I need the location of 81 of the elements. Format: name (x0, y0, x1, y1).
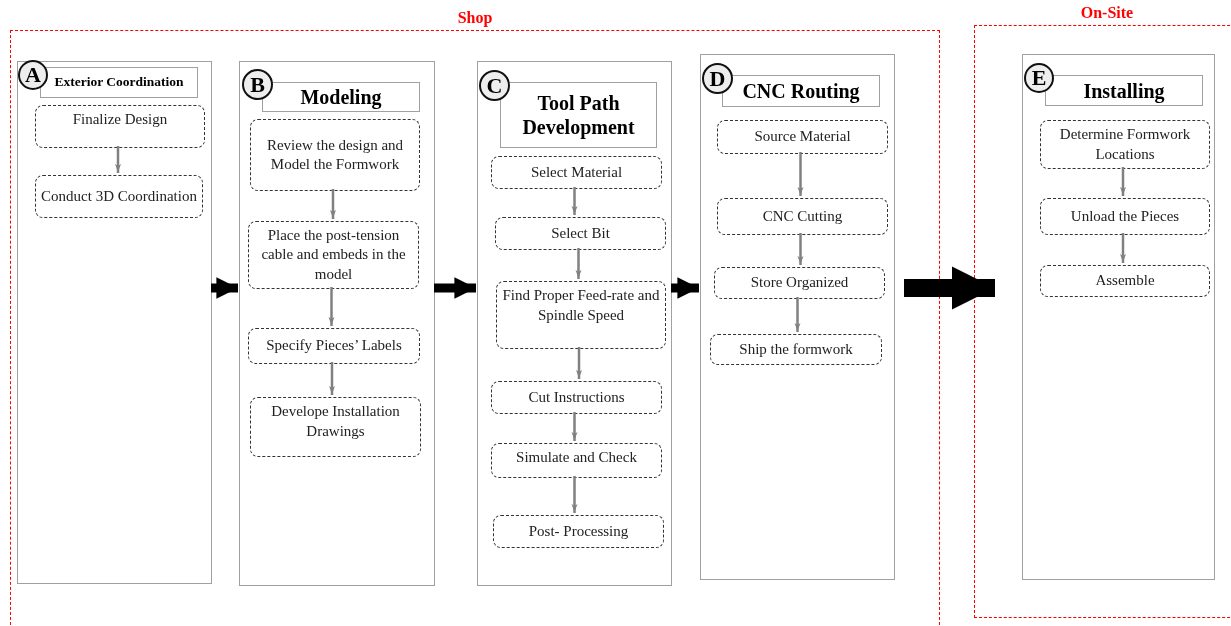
arrow (434, 277, 476, 299)
stage-title: Exterior Coordination (54, 74, 184, 91)
stage-panel (17, 61, 212, 584)
stage-title: Modeling (300, 85, 382, 109)
arrow (328, 287, 335, 326)
process-step-box (717, 198, 888, 235)
stage-panel (477, 61, 672, 586)
arrow (571, 187, 578, 215)
process-step-box (495, 217, 666, 250)
arrow (211, 277, 238, 299)
stage-title: CNC Routing (742, 79, 860, 103)
stage-title-box (40, 67, 198, 98)
stage-panel (700, 54, 895, 580)
arrow (115, 146, 121, 173)
process-step-box (1040, 198, 1210, 235)
step-text: Source Material (754, 127, 851, 147)
step-text: Post- Processing (528, 521, 629, 541)
step-text: Determine Formwork Locations (1058, 125, 1192, 164)
stage-letter: E (1031, 65, 1047, 91)
process-step-box (717, 120, 888, 154)
step-text: Cut Instructions (528, 387, 625, 407)
process-step-box (248, 221, 419, 289)
arrow (1120, 167, 1126, 196)
process-step-box (248, 328, 420, 364)
process-step-box (491, 156, 662, 189)
stage-panel (239, 61, 435, 586)
process-step-box (714, 267, 885, 299)
step-text: Store Organized (750, 273, 849, 293)
step-text: Review the design and Model the Formwork (265, 135, 405, 174)
step-text: Select Bit (551, 223, 610, 243)
step-text: Unload the Pieces (1070, 206, 1180, 226)
letter-circle (479, 70, 510, 101)
arrow (1120, 233, 1126, 263)
process-step-box (491, 381, 662, 414)
letter-circle (702, 63, 733, 94)
process-step-box (496, 281, 666, 349)
arrow (904, 266, 995, 310)
region-label: On-Site (1079, 4, 1135, 22)
step-text: Develope Installation Drawings (270, 402, 401, 441)
stage-panel (1022, 54, 1215, 580)
stage-title: Tool Path Development (521, 91, 636, 139)
process-step-box (710, 334, 882, 365)
arrow (571, 476, 578, 513)
letter-circle (242, 69, 273, 100)
step-text: Conduct 3D Coordination (41, 186, 197, 206)
step-text: CNC Cutting (762, 206, 843, 226)
step-text: Specify Pieces’ Labels (266, 336, 402, 356)
step-text: Assemble (1095, 271, 1155, 291)
stage-letter: D (709, 65, 726, 92)
step-text: Ship the formwork (739, 339, 853, 359)
step-text: Select Material (530, 162, 623, 182)
stage-title: Installing (1083, 78, 1165, 103)
step-text: Find Proper Feed-rate and Spindle Speed (501, 286, 661, 325)
arrow (797, 152, 804, 196)
step-text: Simulate and Check (516, 448, 637, 467)
step-text: Finalize Design (72, 110, 168, 129)
region-label: Shop (456, 9, 494, 27)
letter-circle (18, 60, 48, 90)
arrow (797, 233, 804, 265)
stage-title-box (500, 82, 657, 148)
letter-circle (1024, 63, 1054, 93)
process-step-box (493, 515, 664, 548)
arrow (576, 347, 582, 379)
arrow (671, 277, 699, 299)
step-text: Place the post-tension cable and embeds in the model (260, 225, 407, 284)
process-step-box (35, 105, 205, 148)
arrow (575, 248, 582, 279)
stage-letter: C (486, 72, 503, 99)
arrow (794, 297, 801, 332)
stage-title-box (1045, 75, 1203, 106)
process-step-box (250, 119, 420, 191)
process-step-box (1040, 120, 1210, 169)
arrow (330, 189, 336, 219)
process-step-box (250, 397, 421, 457)
process-step-box (35, 175, 203, 218)
process-step-box (1040, 265, 1210, 297)
arrow (329, 362, 335, 395)
stage-letter: A (25, 62, 41, 88)
stage-letter: B (250, 71, 265, 98)
arrow (571, 412, 578, 441)
process-step-box (491, 443, 662, 478)
